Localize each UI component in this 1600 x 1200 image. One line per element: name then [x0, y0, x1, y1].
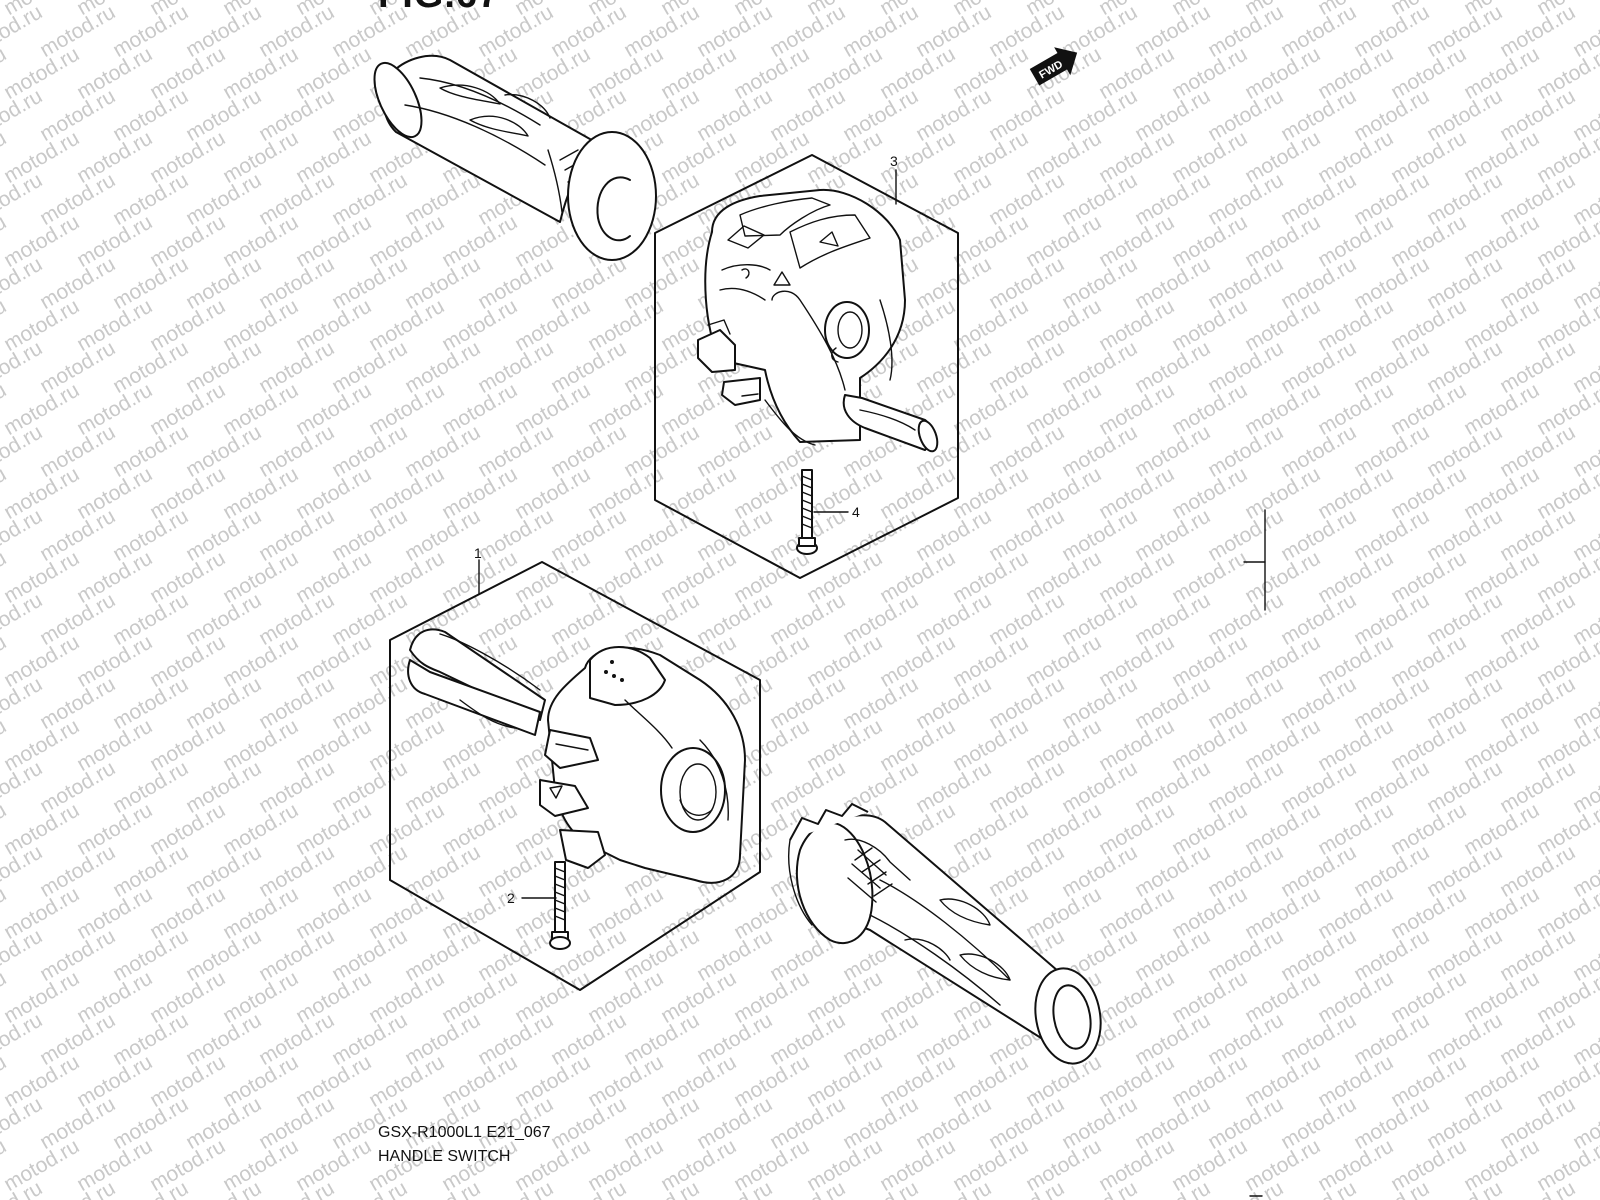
callout-number: 2 — [507, 890, 515, 906]
lower-grip — [788, 803, 1102, 1065]
fwd-direction-badge: FWD — [1029, 47, 1078, 86]
figure-name: HANDLE SWITCH — [378, 1148, 511, 1165]
right-handle-switch — [697, 188, 939, 453]
assembly-1-outline — [389, 561, 761, 991]
callout-number: 4 — [852, 504, 860, 520]
screw-4 — [796, 469, 818, 555]
callout-3: 3 — [890, 153, 898, 205]
callout-2: 2 — [507, 890, 557, 906]
callout-number: 3 — [890, 153, 898, 169]
figure-code: GSX-R1000L1 E21_067 — [378, 1124, 551, 1141]
screw-2 — [549, 861, 571, 950]
margin-marks — [1243, 509, 1266, 1197]
upper-grip — [373, 54, 657, 261]
callout-number: 1 — [474, 545, 482, 561]
assembly-3-outline — [654, 154, 959, 579]
callout-1: 1 — [474, 545, 482, 595]
callout-4: 4 — [813, 504, 860, 520]
left-handle-switch — [407, 628, 746, 884]
forward-arrow-icon — [1029, 47, 1078, 86]
figure-title: FIG.67 — [378, 0, 500, 17]
